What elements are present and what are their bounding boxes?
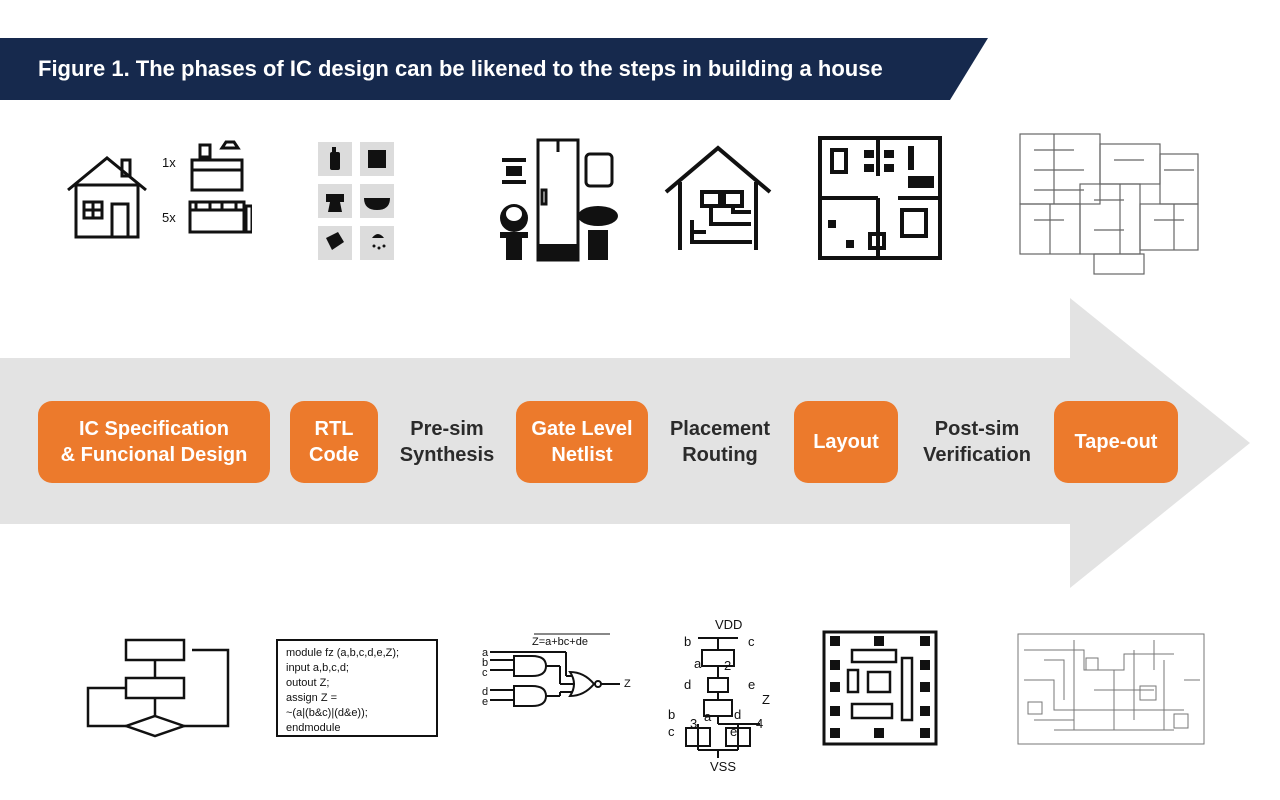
transistor-label-c: c [668, 724, 675, 739]
blueprint-icon [1019, 133, 1199, 275]
transistor-label-2: 2 [724, 658, 732, 673]
vdd-label: VDD [715, 617, 743, 632]
transistor-label-e: e [748, 677, 756, 692]
house-rooms-icon [67, 140, 252, 239]
stage-post-sim-verification: Post-sim Verification [923, 418, 1031, 466]
transistor-label-3: 3 [690, 716, 698, 731]
transistor-label-e: e [730, 724, 738, 739]
netlist-expression: Z=a+bc+de [532, 636, 588, 648]
netlist-output: Z [624, 678, 631, 690]
stage-rtl-code: RTL Code [290, 401, 378, 483]
flowchart-icon [86, 638, 230, 738]
stage-gate-level-netlist: Gate Level Netlist [516, 401, 648, 483]
rtl-code-listing: module fz (a,b,c,d,e,Z); input a,b,c,d; … [276, 639, 438, 737]
circuit-schematic-icon [1017, 633, 1205, 745]
bathroom-fixtures-icon [318, 142, 394, 260]
stage-ic-specification: IC Specification & Funcional Design [38, 401, 270, 483]
room-count-label: 1x [162, 155, 176, 170]
stage-pre-sim-synthesis: Pre-sim Synthesis [399, 418, 495, 466]
banner-shape [0, 38, 988, 100]
vss-label: VSS [710, 759, 737, 774]
transistor-schematic-icon [685, 637, 760, 758]
figure-banner: Figure 1. The phases of IC design can be… [0, 38, 990, 100]
transistor-label-a: a [704, 709, 712, 724]
transistor-label-d: d [734, 707, 742, 722]
stage-layout: Layout [794, 401, 898, 483]
transistor-label-4: 4 [756, 716, 764, 731]
netlist-input-b: b [482, 657, 489, 669]
floor-plan-icon [818, 136, 942, 260]
stage-tape-out: Tape-out [1054, 401, 1178, 483]
chip-layout-icon [822, 630, 938, 746]
logic-gate-netlist-icon [490, 633, 620, 707]
netlist-input-a: a [482, 647, 489, 659]
figure-title: Figure 1. The phases of IC design can be… [38, 56, 883, 81]
room-count-label: 5x [162, 210, 176, 225]
netlist-input-c: c [482, 667, 488, 679]
transistor-label-d: d [684, 677, 692, 692]
transistor-label-b: b [684, 634, 692, 649]
transistor-label-a: a [694, 656, 702, 671]
netlist-input-d: d [482, 686, 489, 698]
bathroom-room-icon [500, 138, 618, 262]
plumbing-house-icon [664, 145, 772, 250]
transistor-label-b: b [668, 707, 676, 722]
transistor-label-z: Z [762, 692, 770, 707]
netlist-input-e: e [482, 696, 489, 708]
stage-placement-routing: Placement Routing [669, 418, 771, 466]
transistor-label-c: c [748, 634, 755, 649]
